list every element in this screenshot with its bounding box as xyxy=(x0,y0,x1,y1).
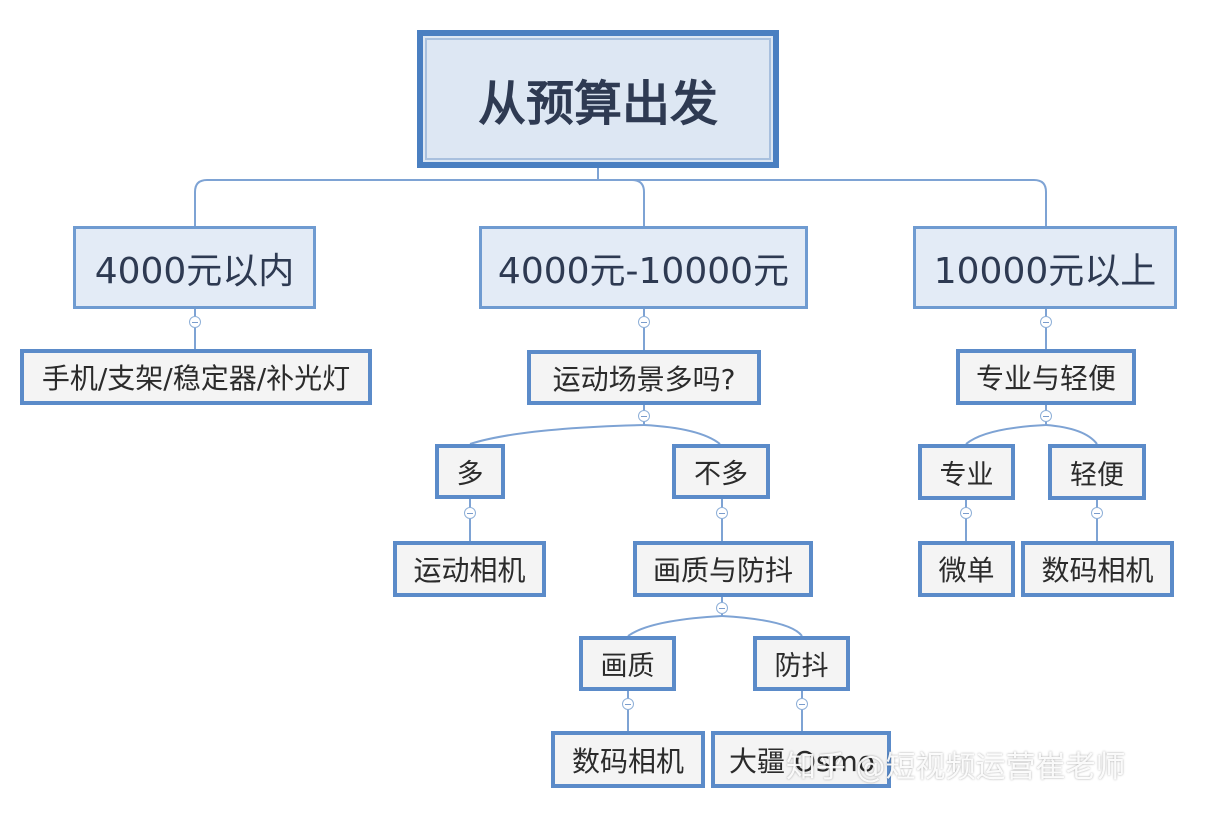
node-action-camera[interactable]: 运动相机 xyxy=(393,541,546,597)
connector-root-branch-1 xyxy=(194,168,599,226)
connector-pro-light-pro xyxy=(965,405,1047,445)
node-digital-camera-left[interactable]: 数码相机 xyxy=(551,731,705,788)
collapse-minus-icon[interactable] xyxy=(716,507,728,519)
node-phone-kit[interactable]: 手机/支架/稳定器/补光灯 xyxy=(20,349,372,405)
connector-root-branch-2 xyxy=(598,179,645,226)
node-pro-vs-light[interactable]: 专业与轻便 xyxy=(956,349,1136,405)
collapse-minus-icon[interactable] xyxy=(1040,316,1052,328)
connector-question-many xyxy=(469,405,645,445)
collapse-minus-icon[interactable] xyxy=(189,316,201,328)
collapse-minus-icon[interactable] xyxy=(796,698,808,710)
collapse-minus-icon[interactable] xyxy=(1091,507,1103,519)
node-stabilization[interactable]: 防抖 xyxy=(753,636,850,691)
branch-4000-10000[interactable]: 4000元-10000元 xyxy=(479,226,808,309)
node-mirrorless[interactable]: 微单 xyxy=(918,541,1015,597)
connector-question-few xyxy=(643,424,721,445)
collapse-minus-icon[interactable] xyxy=(1040,410,1052,422)
collapse-minus-icon[interactable] xyxy=(464,507,476,519)
node-many[interactable]: 多 xyxy=(435,444,505,499)
node-sports-question[interactable]: 运动场景多吗? xyxy=(527,350,761,405)
node-pro[interactable]: 专业 xyxy=(918,444,1015,500)
node-quality[interactable]: 画质 xyxy=(579,636,676,691)
branch-over-10000[interactable]: 10000元以上 xyxy=(913,226,1177,309)
connector-pro-light-light xyxy=(1045,424,1098,445)
collapse-minus-icon[interactable] xyxy=(638,316,650,328)
collapse-minus-icon[interactable] xyxy=(960,507,972,519)
branch-under-4000[interactable]: 4000元以内 xyxy=(73,226,316,309)
node-digital-camera-right[interactable]: 数码相机 xyxy=(1021,541,1174,597)
root-node[interactable]: 从预算出发 xyxy=(417,30,779,168)
connector-root-branch-3 xyxy=(598,179,1047,226)
watermark-text: 知乎 @短视频运营崔老师 xyxy=(786,750,1126,785)
collapse-minus-icon[interactable] xyxy=(716,602,728,614)
collapse-minus-icon[interactable] xyxy=(622,698,634,710)
node-quality-stabilization[interactable]: 画质与防抖 xyxy=(633,541,813,597)
node-light[interactable]: 轻便 xyxy=(1048,444,1146,500)
node-dji-osmo[interactable]: 大疆 Osmo xyxy=(711,731,891,788)
collapse-minus-icon[interactable] xyxy=(638,410,650,422)
connector-quality-stab-quality xyxy=(627,596,723,637)
node-few[interactable]: 不多 xyxy=(672,444,770,499)
connector-quality-stab-stab xyxy=(721,615,803,637)
